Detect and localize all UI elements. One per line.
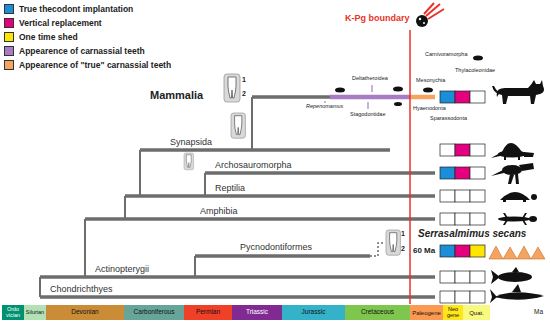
legend-text: Appearence of "true" carnassial teeth <box>19 61 171 70</box>
callout-number: 2 <box>242 90 246 97</box>
legend-swatch <box>4 60 14 70</box>
taxon-label: Thylacoleonidae <box>455 68 495 74</box>
kpg-line <box>409 30 411 304</box>
period-box: Ordo vician <box>2 305 24 320</box>
boundary-label: K-Pg boundary <box>345 14 410 23</box>
clade-label: Chondrichthyes <box>50 285 113 294</box>
period-name: Neo gene <box>443 307 463 318</box>
legend-text: One time shed <box>19 33 78 42</box>
period-box: Paleogene <box>410 305 443 320</box>
period-name: Jurassic <box>302 309 326 316</box>
age-label: 60 Ma <box>413 247 435 255</box>
period-name: Silurian <box>26 310 44 316</box>
callout-number: 1 <box>242 76 246 83</box>
period-name: Triassic <box>246 309 268 316</box>
taxon-label: Hyaenodonta <box>413 106 446 112</box>
carnassial-segment <box>330 95 410 100</box>
clade-label: Mammalia <box>150 90 203 101</box>
period-box: Quat. <box>463 305 490 320</box>
meteor-icon <box>416 3 444 27</box>
tooth-icon <box>386 230 400 255</box>
clade-label: Archosauromorpha <box>215 161 292 170</box>
period-name: Ordo vician <box>2 307 24 318</box>
axis-unit: Ma <box>534 309 543 316</box>
legend-text: True thecodont implantation <box>19 5 133 14</box>
taxon-label: Sparassodonta <box>430 116 467 122</box>
period-box: Neo gene <box>443 305 463 320</box>
clade-label: Reptilia <box>215 184 245 193</box>
legend-swatch <box>4 46 14 56</box>
legend-swatch <box>4 32 14 42</box>
taxon-label: Repenomamus <box>306 104 343 110</box>
period-box: Triassic <box>232 305 282 320</box>
period-box: Carboniferous <box>124 305 184 320</box>
legend-swatch <box>4 18 14 28</box>
period-box: Silurian <box>24 305 46 320</box>
lineage-bars <box>40 97 435 297</box>
legend-swatch <box>4 4 14 14</box>
animal-silhouettes <box>490 80 544 303</box>
callout-number: 2 <box>401 245 405 252</box>
period-name: Paleogene <box>412 310 441 316</box>
taxon-label: Deltatheroidea <box>352 76 388 82</box>
tooth-icon <box>231 113 245 138</box>
clade-label: Actinopterygii <box>95 265 149 274</box>
period-box: Cretaceous <box>345 305 410 320</box>
period-box: Permian <box>184 305 232 320</box>
dashed-link <box>370 243 385 256</box>
mini-silhouettes <box>335 56 483 107</box>
true-carnassial-segment <box>410 95 435 100</box>
taxon-label: Mesonychia <box>416 78 445 84</box>
period-box: Jurassic <box>282 305 345 320</box>
taxon-label: Carnivoramorpha <box>425 52 468 58</box>
clade-label: Pycnodontiformes <box>240 243 312 252</box>
tooth-icon <box>184 153 194 170</box>
clade-label: Synapsida <box>170 138 212 147</box>
taxon-label: Stagodontidae <box>350 112 385 118</box>
trait-boxes <box>440 91 485 303</box>
period-name: Carboniferous <box>134 309 175 316</box>
tooth-icon <box>224 74 240 102</box>
callout-number: 1 <box>401 230 405 237</box>
species-label: Serrasalmimus secans <box>418 229 526 239</box>
period-name: Cretaceous <box>361 309 394 316</box>
clade-label: Amphibia <box>200 207 238 216</box>
period-name: Quat. <box>469 310 484 316</box>
legend-text: Vertical replacement <box>19 19 102 28</box>
period-name: Devonian <box>71 309 98 316</box>
serrated-teeth <box>489 246 545 259</box>
legend-text: Appearence of carnassial teeth <box>19 47 145 56</box>
period-name: Permian <box>196 309 220 316</box>
period-box: Devonian <box>46 305 124 320</box>
